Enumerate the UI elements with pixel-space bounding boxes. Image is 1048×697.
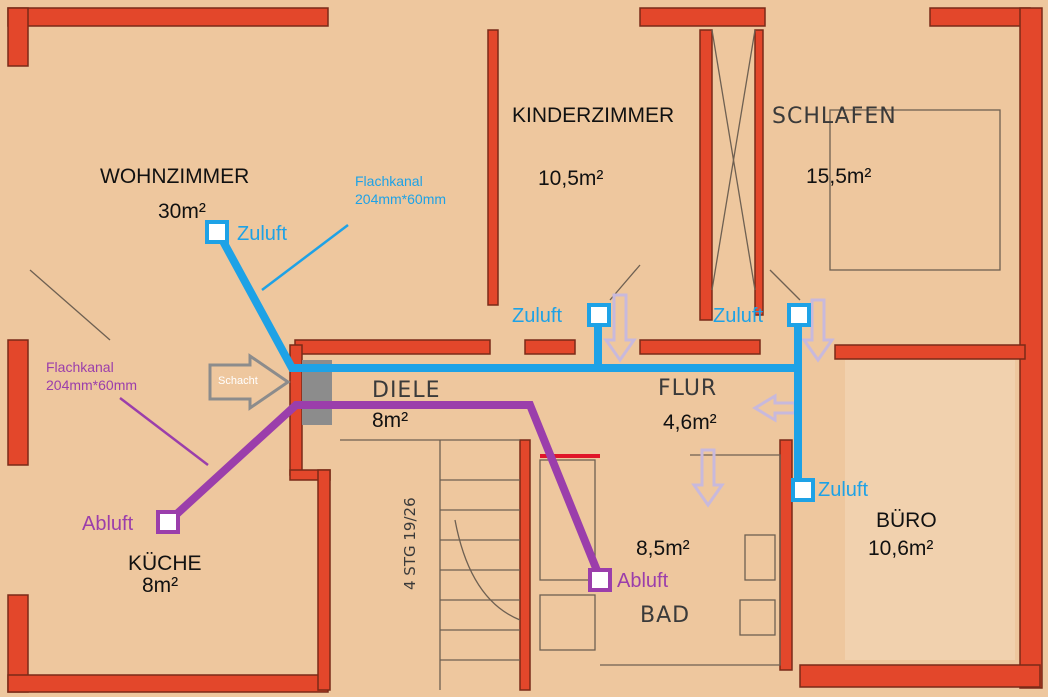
outer-wall-left-top (7, 7, 29, 67)
zuluft-buero-label: Zuluft (818, 479, 869, 501)
room-area-bad: 8,5m² (636, 537, 690, 560)
stair-curve (454, 519, 521, 621)
bad-fixture-a (539, 594, 596, 651)
room-name-flur: FLUR (658, 376, 718, 401)
wall-wohn-kinder (487, 29, 499, 306)
zuluft-wohnzimmer-label: Zuluft (237, 223, 288, 245)
room-name-buero: BÜRO (876, 509, 937, 532)
room-name-kueche: KÜCHE (128, 552, 202, 575)
wardrobe-cross-b (711, 29, 756, 291)
room-name-schlafen: SCHLAFEN (772, 104, 897, 129)
outer-wall-bottom-left (7, 674, 329, 693)
exhaust-duct-main (165, 401, 604, 580)
room-area-kueche: 8m² (142, 574, 179, 597)
supply-duct-main (214, 230, 800, 372)
wall-kinder-bottom-right (639, 339, 761, 355)
shaft-arrow-icon (208, 353, 291, 411)
abluft-bad-label: Abluft (617, 570, 669, 592)
room-name-wohnzimmer: WOHNZIMMER (100, 165, 250, 188)
supply-duct-type: Flachkanal (355, 173, 423, 189)
outer-wall-bottom-right (799, 664, 1041, 688)
door-swing-schlafen (769, 269, 801, 301)
outer-wall-left-mid (7, 339, 29, 466)
zuluft-kinderzimmer-vent-icon (587, 303, 611, 327)
zuluft-schlafen-vent-icon (787, 303, 811, 327)
wall-schrank (754, 29, 764, 316)
outer-wall-top-mid (639, 7, 766, 27)
flow-arrow-schlafen-icon (801, 298, 835, 363)
wall-bad-buero (779, 439, 793, 671)
supply-duct-pointer (261, 224, 349, 291)
zuluft-kinderzimmer-label: Zuluft (512, 305, 563, 327)
bad-fixture-b (744, 534, 776, 581)
exhaust-duct-size: 204mm*60mm (46, 377, 138, 394)
flow-arrow-kinder-icon (603, 293, 637, 363)
outer-wall-top-right (929, 7, 1031, 27)
supply-duct-size: 204mm*60mm (355, 191, 447, 208)
outer-wall-top-left (7, 7, 329, 27)
abluft-kueche-vent-icon (156, 510, 180, 534)
exhaust-duct-annotation: Flachkanal 204mm*60mm (46, 358, 137, 394)
flow-arrow-flur-icon (752, 393, 797, 423)
bathtub (539, 459, 596, 581)
abluft-bad-vent-icon (588, 568, 612, 592)
room-name-diele: DIELE (372, 378, 441, 403)
stair-steps (440, 479, 520, 661)
room-name-kinderzimmer: KINDERZIMMER (512, 104, 675, 127)
stair-label: 4 STG 19/26 (401, 497, 419, 590)
room-area-flur: 4,6m² (663, 411, 717, 434)
bad-tiles-outline (600, 454, 781, 666)
flow-arrow-bad-icon (691, 448, 725, 508)
wall-kueche-right-lower (317, 469, 331, 691)
supply-duct-annotation: Flachkanal 204mm*60mm (355, 172, 446, 208)
abluft-kueche-label: Abluft (82, 513, 134, 535)
room-name-bad: BAD (640, 603, 691, 628)
room-area-diele: 8m² (372, 409, 409, 432)
room-area-schlafen: 15,5m² (806, 165, 872, 188)
room-area-wohnzimmer: 30m² (158, 200, 206, 223)
wall-schlafen-bottom (834, 344, 1026, 360)
door-swing-left (29, 269, 111, 341)
exhaust-duct-pointer (119, 397, 209, 466)
bad-fixture-c (739, 599, 776, 636)
wall-kinder-schlafen (699, 29, 713, 321)
buero-floor (845, 360, 1015, 660)
exhaust-duct-type: Flachkanal (46, 359, 114, 375)
zuluft-schlafen-label: Zuluft (713, 305, 764, 327)
wall-stair-right (519, 439, 531, 691)
zuluft-wohnzimmer-vent-icon (205, 220, 229, 244)
shaft-label: Schacht (218, 375, 258, 387)
wall-kinder-bottom-left (524, 339, 576, 355)
wall-diele-top (294, 339, 491, 355)
bed-outline (829, 109, 1001, 271)
room-area-buero: 10,6m² (868, 537, 934, 560)
room-area-kinderzimmer: 10,5m² (538, 167, 604, 190)
zuluft-buero-vent-icon (791, 478, 815, 502)
